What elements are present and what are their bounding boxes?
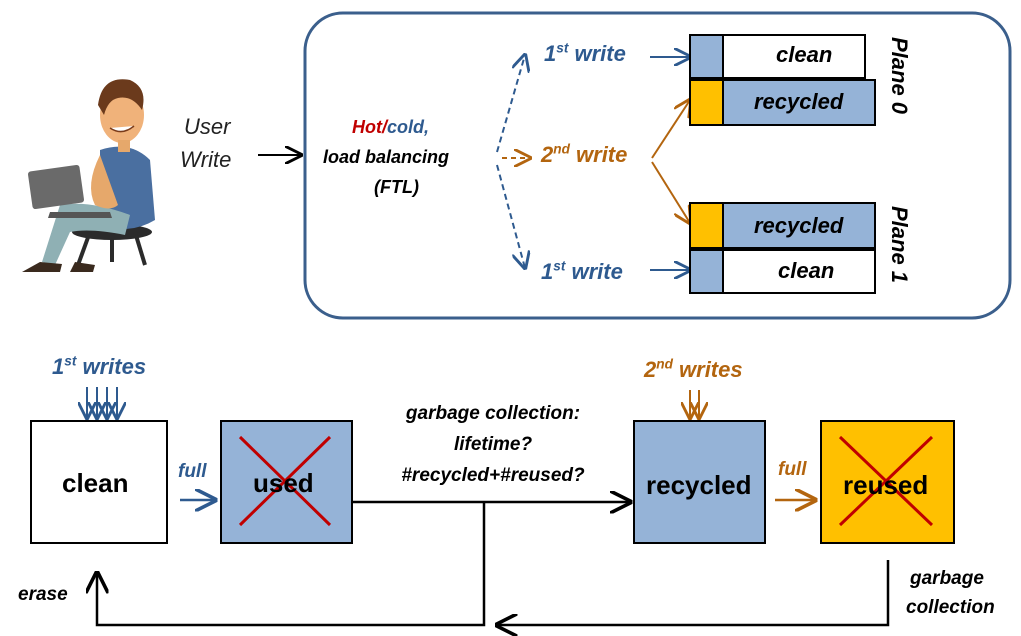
block-recycled-plane0: recycled <box>754 89 844 114</box>
first-writes-arrows <box>87 387 117 418</box>
block-clean-plane0: clean <box>776 42 833 67</box>
state-used-label: used <box>253 468 314 498</box>
second-writes-arrows <box>690 390 699 418</box>
ftl-line2: load balancing <box>323 147 450 167</box>
ftl-cold: cold, <box>387 117 430 137</box>
gc2-line2: collection <box>906 597 995 618</box>
gc-line1: garbage collection: <box>405 403 581 424</box>
user-illustration <box>22 79 155 272</box>
plane0-label: Plane 0 <box>887 37 912 115</box>
state-recycled-box <box>633 420 766 544</box>
ftl-line3: (FTL) <box>374 177 419 197</box>
label-1st-write-plane1: 1st write <box>541 258 623 284</box>
full-label-2: full <box>778 459 807 480</box>
state-clean-label: clean <box>62 468 129 498</box>
arrow-2nd-write-plane1 <box>651 161 690 223</box>
state-recycled-label: recycled <box>646 470 752 500</box>
dashed-arrow-plane1 <box>496 164 525 268</box>
plane1-label: Plane 1 <box>887 206 912 284</box>
label-1st-write-plane0: 1st write <box>544 40 626 66</box>
erase-label: erase <box>18 584 68 605</box>
used-cross <box>238 435 332 527</box>
block-clean-plane1: clean <box>778 258 835 283</box>
full-label-1: full <box>178 461 207 482</box>
state-clean-box <box>30 420 168 544</box>
reused-cross <box>838 435 934 527</box>
block-recycled-plane1: recycled <box>754 213 844 238</box>
erase-loop-arrow <box>97 502 486 627</box>
user-label-line1: User <box>184 114 231 139</box>
reused-gc-arrow <box>497 560 890 625</box>
plane0-blocks <box>689 34 876 126</box>
ftl-hot: Hot/ <box>352 117 387 137</box>
label-2nd-writes: 2nd writes <box>644 356 743 382</box>
label-1st-writes: 1st writes <box>52 353 147 379</box>
state-reused-label: reused <box>843 470 929 500</box>
plane1-blocks <box>689 202 876 294</box>
ftl-frame <box>303 11 1012 320</box>
dashed-arrow-plane0 <box>496 55 525 153</box>
gc-line2: lifetime? <box>453 434 533 455</box>
user-label-line2: Write <box>180 147 232 172</box>
arrow-2nd-write-plane0 <box>651 100 690 159</box>
ftl-line1: Hot/cold, <box>352 118 429 136</box>
gc2-line1: garbage <box>910 568 984 589</box>
gc-line3: #recycled+#reused? <box>401 465 585 486</box>
label-2nd-write: 2nd write <box>541 141 628 167</box>
